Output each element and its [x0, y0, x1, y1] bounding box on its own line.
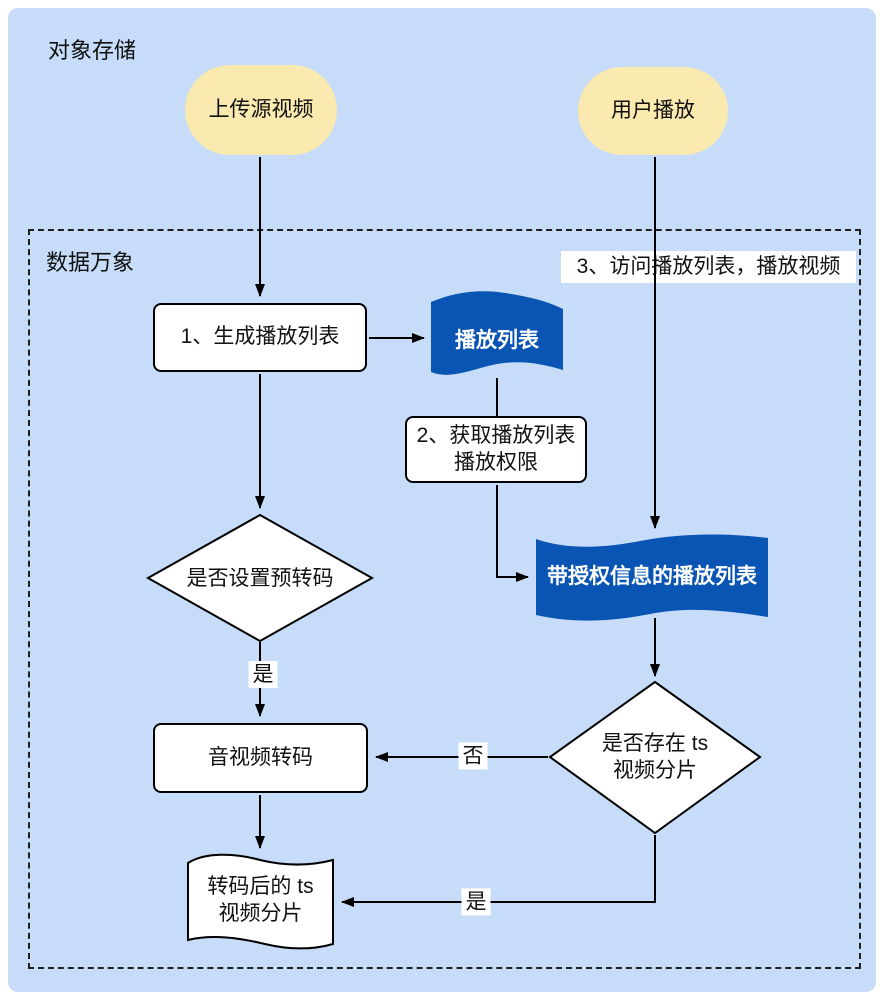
data-ci-label: 数据万象: [46, 250, 135, 275]
ts-segments-label: 转码后的 ts 视频分片: [188, 873, 333, 928]
object-storage-region: [8, 8, 876, 992]
edge-label-yes-ts: 是: [461, 888, 491, 916]
object-storage-label: 对象存储: [48, 38, 137, 63]
decision-pretranscode-label: 是否设置预转码: [186, 567, 334, 590]
decision-pretranscode-shape: [145, 513, 375, 643]
ts-segments-line1: 转码后的 ts: [207, 875, 314, 898]
arrow-ts-decision-to-ts-output: [341, 835, 656, 907]
terminal-upload-video: 上传源视频: [185, 65, 337, 155]
process-transcode: 音视频转码: [153, 723, 368, 793]
process-get-auth-line1: 2、获取播放列表: [416, 424, 576, 448]
process-generate-playlist: 1、生成播放列表: [153, 303, 367, 372]
auth-playlist-label: 带授权信息的播放列表: [547, 565, 757, 588]
ts-segments-document-shape: [187, 853, 334, 950]
shape-layer: [145, 291, 768, 950]
process-get-auth: 2、获取播放列表 播放权限: [405, 416, 587, 483]
process-get-auth-line2: 播放权限: [454, 450, 538, 474]
decision-ts-exists-line1: 是否存在 ts: [601, 732, 709, 755]
ts-segments-line2: 视频分片: [218, 902, 303, 926]
playlist-flag-shape: [431, 291, 563, 375]
arrow-step2-to-auth-playlist: [496, 485, 529, 582]
data-ci-region: [28, 229, 861, 969]
decision-ts-exists-shape: [548, 680, 762, 835]
decision-ts-exists-line2: 视频分片: [613, 759, 697, 783]
decision-ts-exists-label: 是否存在 ts 视频分片: [565, 730, 745, 785]
playlist-flag-label: 播放列表: [455, 329, 539, 352]
edge-label-no-ts: 否: [458, 742, 488, 770]
terminal-user-play: 用户播放: [578, 67, 728, 155]
edge-label-step3: 3、访问播放列表，播放视频: [561, 251, 856, 283]
auth-playlist-wave-shape: [536, 534, 768, 621]
edge-label-yes-pretranscode: 是: [248, 661, 278, 689]
